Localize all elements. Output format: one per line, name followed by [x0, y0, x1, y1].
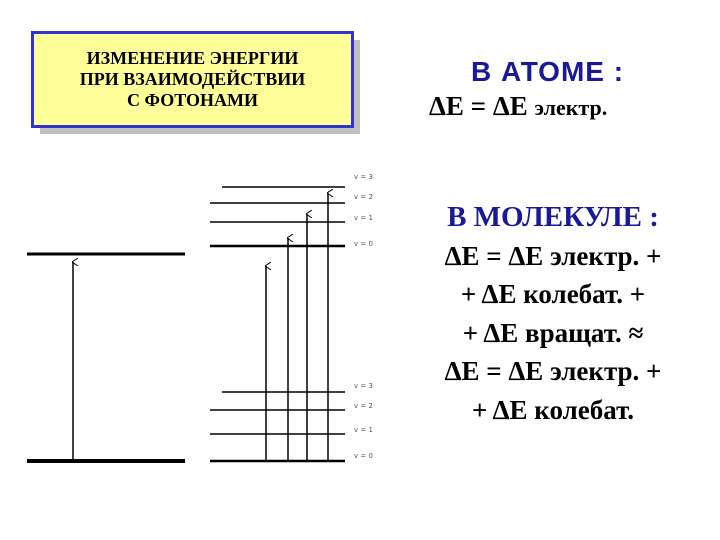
upper-label-v2: v = 2: [354, 193, 373, 201]
atom-equation-lhs: ΔE = ΔE: [429, 91, 528, 121]
lower-label-v1: v = 1: [354, 426, 373, 434]
molecule-line-1: ΔE = ΔE электр. +: [444, 240, 662, 271]
title-line-1: ИЗМЕНЕНИЕ ЭНЕРГИИ: [86, 48, 299, 68]
atom-block: В АТОМЕ : ΔE = ΔE электр.: [425, 55, 670, 125]
atom-equation: ΔE = ΔE электр.: [425, 89, 670, 125]
title-box: ИЗМЕНЕНИЕ ЭНЕРГИИ ПРИ ВЗАИМОДЕЙСТВИИ С Ф…: [31, 31, 360, 134]
molecule-line-2: + ΔE колебат. +: [460, 279, 646, 309]
title-line-3: С ФОТОНАМИ: [127, 90, 258, 110]
upper-label-v3: v = 3: [354, 173, 373, 181]
molecule-line-3: + ΔE вращат. ≈: [462, 317, 644, 348]
lower-label-v0: v = 0: [354, 452, 373, 460]
upper-label-v1: v = 1: [354, 214, 373, 222]
molecule-line-5: + ΔE колебат.: [471, 394, 635, 425]
title-line-2: ПРИ ВЗАИМОДЕЙСТВИИ: [79, 69, 306, 89]
upper-label-v0: v = 0: [354, 240, 373, 248]
molecule-heading: В МОЛЕКУЛЕ :: [447, 201, 659, 233]
lower-label-v3: v = 3: [354, 382, 373, 390]
atom-heading: В АТОМЕ :: [470, 56, 625, 87]
atom-equation-term: электр.: [534, 95, 608, 120]
lower-label-v2: v = 2: [354, 402, 373, 410]
molecule-block: В МОЛЕКУЛЕ : ΔE = ΔE электр. + + ΔE коле…: [400, 198, 706, 429]
molecule-line-4: ΔE = ΔE электр. +: [444, 356, 662, 386]
